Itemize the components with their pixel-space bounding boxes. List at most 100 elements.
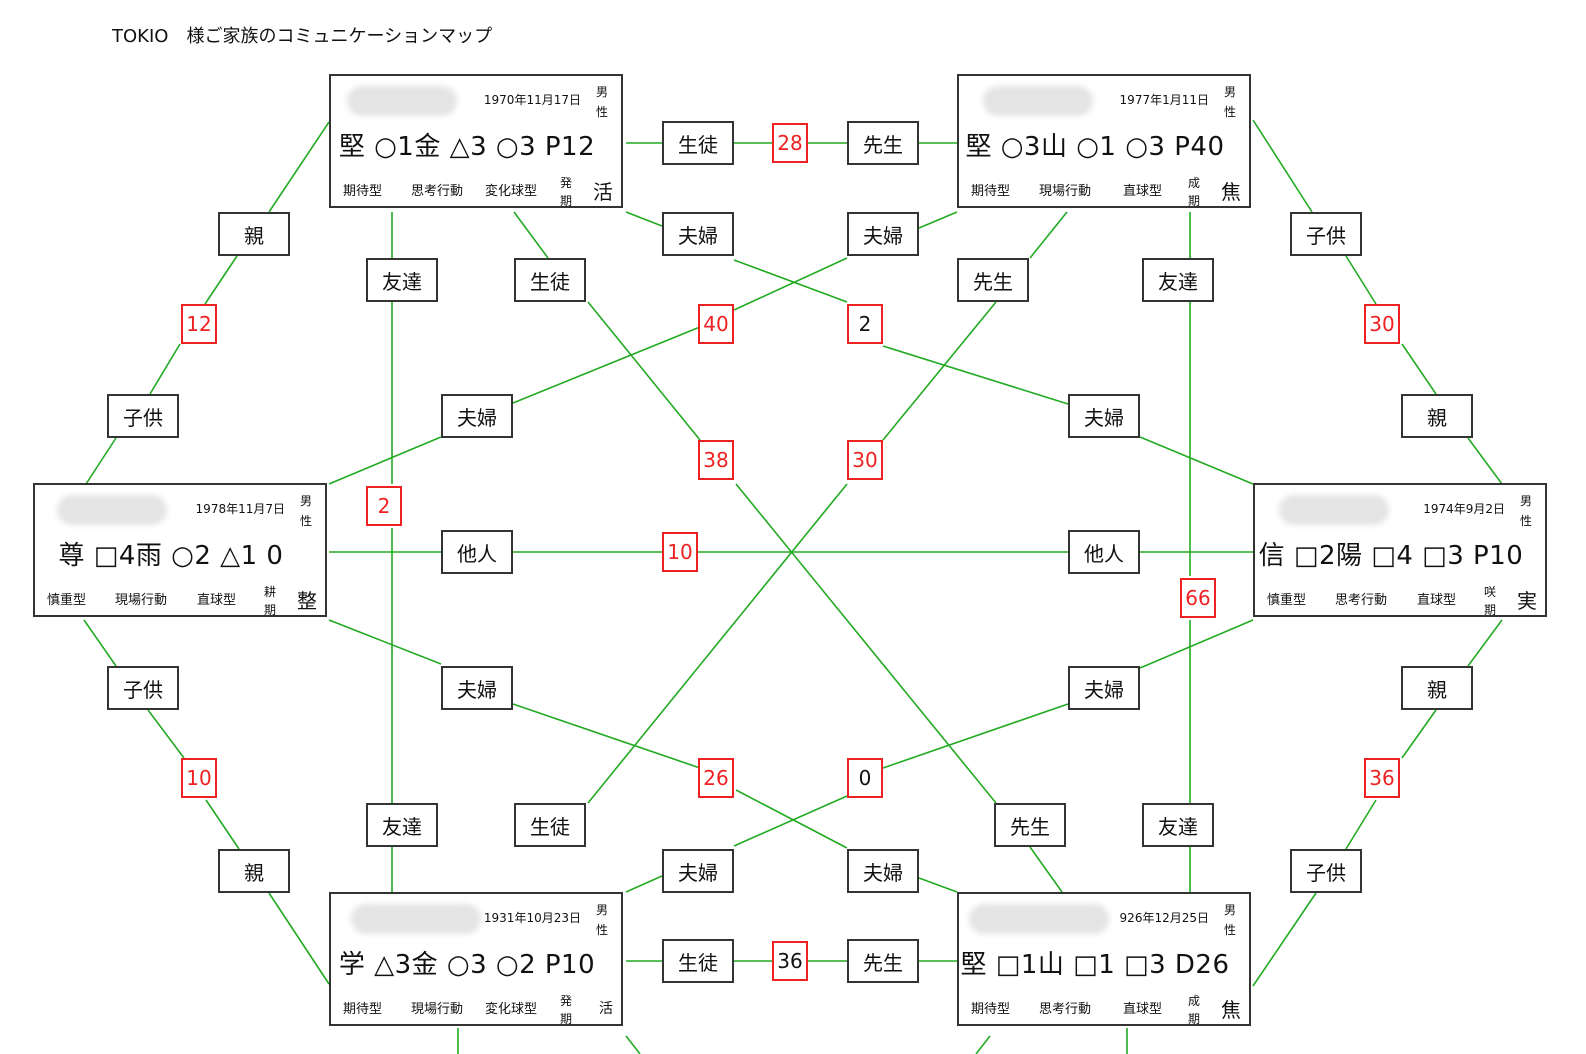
personality-code: 学 △3金 ○3 ○2 P10 xyxy=(338,950,596,980)
character-glyph: 活 xyxy=(593,180,613,204)
personality-code: 尊 □4雨 ○2 △1 0 xyxy=(58,541,284,571)
trait-2: 思考行動 xyxy=(1335,593,1388,608)
personality-code: 堅 ○3山 ○1 ○3 P40 xyxy=(965,132,1225,162)
relation-label: 生徒 xyxy=(662,939,734,983)
person-card-middle-left[interactable]: 1978年11月7日 男性 尊 □4雨 ○2 △1 0 慎重型 現場行動 直球型… xyxy=(33,483,327,617)
name-redaction xyxy=(969,904,1109,934)
relation-label: 親 xyxy=(218,849,290,893)
person-card-top-left[interactable]: 1970年11月17日 男性 堅 ○1金 △3 ○3 P12 期待型 思考行動 … xyxy=(329,74,623,208)
trait-3: 直球型 xyxy=(1417,593,1457,608)
period-label: 耕期 xyxy=(263,585,276,617)
period-label: 発期 xyxy=(559,176,572,208)
relation-label: 夫婦 xyxy=(847,849,919,893)
personality-code: 堅 □1山 □1 □3 D26 xyxy=(960,950,1230,980)
period-label: 成期 xyxy=(1187,994,1200,1026)
trait-2: 現場行動 xyxy=(411,1002,464,1017)
trait-1: 期待型 xyxy=(971,184,1011,199)
trait-1: 期待型 xyxy=(343,1002,383,1017)
relation-label: 親 xyxy=(1401,394,1473,438)
score-badge: 2 xyxy=(366,486,402,526)
character-glyph: 焦 xyxy=(1221,998,1241,1022)
person-card-bottom-right[interactable]: 926年12月25日 男性 堅 □1山 □1 □3 D26 期待型 思考行動 直… xyxy=(957,892,1251,1026)
gender-label: 男性 xyxy=(299,494,312,528)
trait-1: 期待型 xyxy=(971,1002,1011,1017)
period-label: 発期 xyxy=(559,994,572,1026)
person-card-middle-right[interactable]: 1974年9月2日 男性 信 □2陽 □4 □3 P10 慎重型 思考行動 直球… xyxy=(1253,483,1547,617)
relation-label: 子供 xyxy=(1290,849,1362,893)
name-redaction xyxy=(983,86,1093,116)
trait-1: 慎重型 xyxy=(1267,593,1307,608)
relation-label: 先生 xyxy=(847,121,919,165)
trait-2: 現場行動 xyxy=(1039,184,1092,199)
relation-label: 子供 xyxy=(107,394,179,438)
relation-label: 友達 xyxy=(366,258,438,302)
trait-2: 思考行動 xyxy=(1039,1002,1092,1017)
score-badge: 0 xyxy=(847,758,883,798)
name-redaction xyxy=(351,904,481,934)
birth-date: 926年12月25日 xyxy=(1119,911,1209,925)
page-title: TOKIO 様ご家族のコミュニケーションマップ xyxy=(112,26,493,47)
person-card-bottom-left[interactable]: 1931年10月23日 男性 学 △3金 ○3 ○2 P10 期待型 現場行動 … xyxy=(329,892,623,1026)
birth-date: 1978年11月7日 xyxy=(195,502,285,516)
birth-date: 1977年1月11日 xyxy=(1119,93,1209,107)
personality-code: 信 □2陽 □4 □3 P10 xyxy=(1258,541,1524,571)
name-redaction xyxy=(1279,495,1389,525)
relation-label: 他人 xyxy=(1068,530,1140,574)
relation-label: 友達 xyxy=(366,803,438,847)
gender-label: 男性 xyxy=(1223,85,1236,119)
gender-label: 男性 xyxy=(1519,494,1532,528)
score-badge: 26 xyxy=(698,758,734,798)
character-glyph: 整 xyxy=(297,589,317,613)
relation-label: 先生 xyxy=(994,803,1066,847)
relation-label: 友達 xyxy=(1142,258,1214,302)
relation-label: 夫婦 xyxy=(1068,666,1140,710)
trait-3: 直球型 xyxy=(1123,1002,1163,1017)
relation-label: 他人 xyxy=(441,530,513,574)
score-badge: 10 xyxy=(181,758,217,798)
score-badge: 38 xyxy=(698,440,734,480)
period-label: 咲期 xyxy=(1483,585,1496,617)
name-redaction xyxy=(347,86,457,116)
period-label: 成期 xyxy=(1187,176,1200,208)
person-card-top-right[interactable]: 1977年1月11日 男性 堅 ○3山 ○1 ○3 P40 期待型 現場行動 直… xyxy=(957,74,1251,208)
gender-label: 男性 xyxy=(595,903,608,937)
score-badge: 12 xyxy=(181,304,217,344)
trait-1: 慎重型 xyxy=(47,593,87,608)
score-badge: 28 xyxy=(772,123,808,163)
relation-label: 夫婦 xyxy=(441,666,513,710)
relation-label: 先生 xyxy=(847,939,919,983)
relation-label: 生徒 xyxy=(514,803,586,847)
score-badge: 10 xyxy=(662,532,698,572)
trait-3: 直球型 xyxy=(197,593,237,608)
trait-3: 変化球型 xyxy=(485,184,538,199)
score-badge: 36 xyxy=(1364,758,1400,798)
gender-label: 男性 xyxy=(595,85,608,119)
character-glyph: 実 xyxy=(1517,589,1537,613)
trait-2: 現場行動 xyxy=(115,593,168,608)
relation-label: 夫婦 xyxy=(847,212,919,256)
relation-label: 子供 xyxy=(107,666,179,710)
relation-label: 友達 xyxy=(1142,803,1214,847)
character-glyph: 活 xyxy=(599,1001,613,1017)
relation-label: 生徒 xyxy=(662,121,734,165)
birth-date: 1970年11月17日 xyxy=(483,93,581,107)
character-glyph: 焦 xyxy=(1221,180,1241,204)
relation-label: 親 xyxy=(1401,666,1473,710)
relation-label: 夫婦 xyxy=(441,394,513,438)
score-badge: 30 xyxy=(847,440,883,480)
score-badge: 36 xyxy=(772,941,808,981)
relation-label: 生徒 xyxy=(514,258,586,302)
birth-date: 1974年9月2日 xyxy=(1423,502,1505,516)
name-redaction xyxy=(57,495,167,525)
trait-3: 直球型 xyxy=(1123,184,1163,199)
relation-label: 先生 xyxy=(957,258,1029,302)
relation-label: 子供 xyxy=(1290,212,1362,256)
relation-label: 夫婦 xyxy=(662,212,734,256)
personality-code: 堅 ○1金 △3 ○3 P12 xyxy=(338,132,596,162)
score-badge: 40 xyxy=(698,304,734,344)
relation-label: 親 xyxy=(218,212,290,256)
relation-label: 夫婦 xyxy=(662,849,734,893)
gender-label: 男性 xyxy=(1223,903,1236,937)
trait-3: 変化球型 xyxy=(485,1002,538,1017)
